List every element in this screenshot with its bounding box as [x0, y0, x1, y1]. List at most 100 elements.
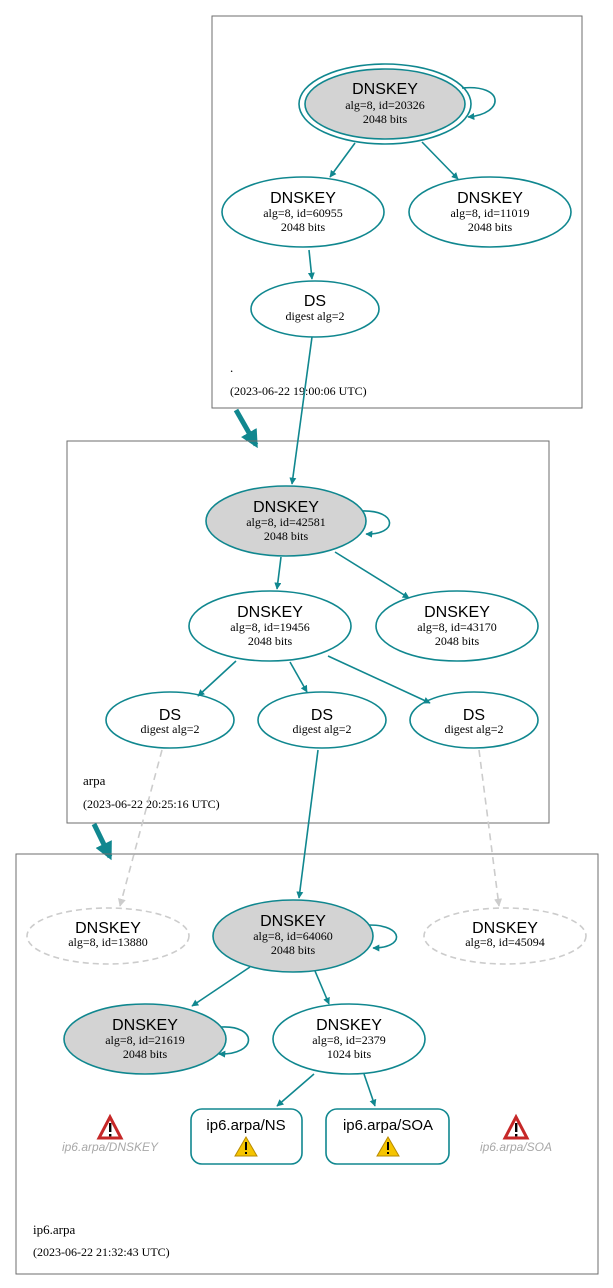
node-title: DNSKEY [316, 1017, 382, 1034]
edge [274, 556, 282, 590]
self-sign-edge [461, 86, 496, 120]
edge [363, 1073, 377, 1107]
node-detail: alg=8, id=60955 [263, 206, 343, 220]
ds-to-dnskey-edge [296, 749, 319, 899]
node-detail: alg=8, id=2379 [312, 1033, 386, 1047]
node-title: DS [463, 707, 485, 724]
zone-name: . [230, 360, 233, 375]
node-detail: alg=8, id=42581 [246, 515, 326, 529]
error-icon [502, 1113, 530, 1140]
node-title: DNSKEY [237, 604, 303, 621]
missing-label: ip6.arpa/DNSKEY [62, 1140, 159, 1154]
node-detail: 2048 bits [435, 634, 480, 648]
node-detail: 2048 bits [363, 112, 408, 126]
edge [289, 661, 308, 693]
dnskey-node-21619[interactable]: DNSKEY alg=8, id=21619 2048 bits [63, 1003, 227, 1075]
rrset-label: ip6.arpa/NS [206, 1117, 285, 1134]
node-title: DNSKEY [472, 920, 538, 937]
node-detail: alg=8, id=20326 [345, 98, 425, 112]
node-title: DNSKEY [457, 190, 523, 207]
node-detail: alg=8, id=43170 [417, 620, 497, 634]
edge [327, 655, 431, 704]
edge [329, 142, 356, 178]
dnskey-node-60955[interactable]: DNSKEY alg=8, id=60955 2048 bits [221, 176, 385, 248]
node-detail: digest alg=2 [285, 309, 344, 323]
delegation-edge [91, 822, 113, 861]
node-title: DNSKEY [112, 1017, 178, 1034]
node-detail: alg=8, id=19456 [230, 620, 310, 634]
node-title: DNSKEY [260, 913, 326, 930]
warning-icon [376, 1136, 400, 1157]
missing-soa-rrset[interactable]: ip6.arpa/SOA [480, 1113, 552, 1154]
rrset-label: ip6.arpa/SOA [343, 1117, 433, 1134]
dnskey-node-43170[interactable]: DNSKEY alg=8, id=43170 2048 bits [375, 590, 539, 662]
node-detail: alg=8, id=21619 [105, 1033, 185, 1047]
dnskey-node-19456[interactable]: DNSKEY alg=8, id=19456 2048 bits [188, 590, 352, 662]
zone-root: DNSKEY alg=8, id=20326 2048 bits DNSKEY … [211, 15, 583, 409]
node-detail: 2048 bits [468, 220, 513, 234]
zone-ip6-arpa-border [15, 853, 599, 1275]
node-detail: alg=8, id=13880 [68, 935, 148, 949]
ds-node-arpa-3[interactable]: DS digest alg=2 [409, 691, 539, 749]
self-sign-edge [218, 1026, 250, 1058]
ds-node-root[interactable]: DS digest alg=2 [250, 280, 380, 338]
zone-name: ip6.arpa [33, 1222, 75, 1237]
self-sign-edge [361, 510, 391, 538]
zone-ip6-arpa: DNSKEY alg=8, id=13880 DNSKEY alg=8, id=… [15, 853, 599, 1275]
edge [334, 551, 410, 599]
zone-timestamp: (2023-06-22 19:00:06 UTC) [230, 384, 367, 398]
node-title: DNSKEY [75, 920, 141, 937]
node-title: DNSKEY [424, 604, 490, 621]
node-title: DNSKEY [352, 81, 418, 98]
node-title: DNSKEY [270, 190, 336, 207]
ds-node-arpa-2[interactable]: DS digest alg=2 [257, 691, 387, 749]
edge [421, 141, 459, 180]
node-title: DS [304, 293, 326, 310]
node-detail: digest alg=2 [444, 722, 503, 736]
node-detail: alg=8, id=11019 [450, 206, 529, 220]
dnskey-node-45094-missing[interactable]: DNSKEY alg=8, id=45094 [423, 907, 587, 965]
dnskey-node-64060[interactable]: DNSKEY alg=8, id=64060 2048 bits [212, 899, 374, 973]
node-detail: 2048 bits [271, 943, 316, 957]
error-icon [96, 1113, 124, 1140]
node-title: DS [159, 707, 181, 724]
zone-root-border [211, 15, 583, 409]
missing-label: ip6.arpa/SOA [480, 1140, 552, 1154]
ds-to-dnskey-edge-missing [478, 749, 503, 907]
node-detail: alg=8, id=45094 [465, 935, 545, 949]
rrset-soa-node[interactable]: ip6.arpa/SOA [325, 1108, 450, 1165]
node-detail: digest alg=2 [140, 722, 199, 736]
node-detail: 2048 bits [248, 634, 293, 648]
dnskey-node-2379[interactable]: DNSKEY alg=8, id=2379 1024 bits [272, 1003, 426, 1075]
rrset-ns-node[interactable]: ip6.arpa/NS [190, 1108, 303, 1165]
dnskey-node-11019[interactable]: DNSKEY alg=8, id=11019 2048 bits [408, 176, 572, 248]
ds-to-dnskey-edge-missing [118, 749, 163, 907]
edge [276, 1073, 315, 1107]
ds-node-arpa-1[interactable]: DS digest alg=2 [105, 691, 235, 749]
node-detail: 2048 bits [281, 220, 326, 234]
dnskey-node-42581[interactable]: DNSKEY alg=8, id=42581 2048 bits [205, 485, 367, 557]
dnskey-node-13880-missing[interactable]: DNSKEY alg=8, id=13880 [26, 907, 190, 965]
missing-dnskey-rrset[interactable]: ip6.arpa/DNSKEY [62, 1113, 159, 1154]
ds-to-dnskey-edge [289, 336, 313, 485]
edge [314, 970, 330, 1005]
node-detail: digest alg=2 [292, 722, 351, 736]
node-detail: alg=8, id=64060 [253, 929, 333, 943]
node-detail: 1024 bits [327, 1047, 372, 1061]
self-sign-edge [368, 924, 398, 952]
warning-icon [234, 1136, 258, 1157]
zone-name: arpa [83, 773, 106, 788]
zone-timestamp: (2023-06-22 20:25:16 UTC) [83, 797, 220, 811]
zone-timestamp: (2023-06-22 21:32:43 UTC) [33, 1245, 170, 1259]
node-detail: 2048 bits [123, 1047, 168, 1061]
edge [307, 249, 315, 280]
edge [197, 660, 237, 697]
zone-arpa: DNSKEY alg=8, id=42581 2048 bits DNSKEY … [66, 440, 550, 824]
node-detail: 2048 bits [264, 529, 309, 543]
edge [191, 966, 251, 1007]
dnskey-node-20326[interactable]: DNSKEY alg=8, id=20326 2048 bits [298, 63, 472, 145]
node-title: DNSKEY [253, 499, 319, 516]
node-title: DS [311, 707, 333, 724]
delegation-edge [233, 408, 259, 449]
